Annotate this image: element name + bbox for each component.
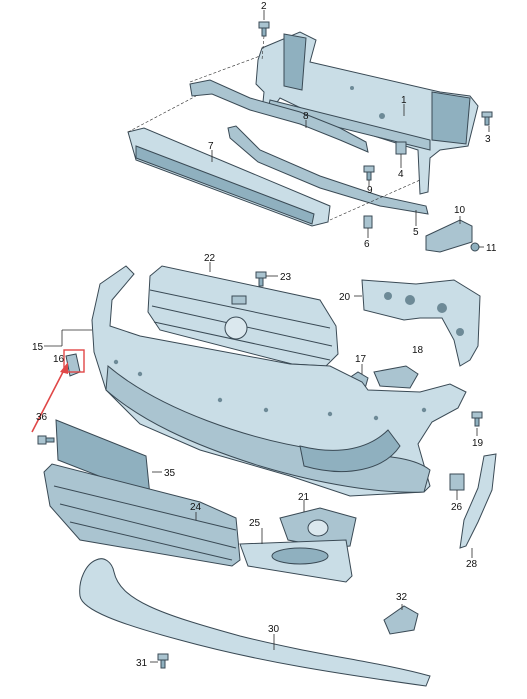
part-5-guide-strip (227, 125, 429, 215)
part-19-screw (471, 411, 483, 427)
part-11-nut (470, 242, 480, 252)
callout-6: 6 (364, 239, 370, 250)
callout-21: 21 (298, 492, 310, 503)
callout-20: 20 (339, 292, 351, 303)
part-6-clip (363, 215, 373, 229)
part-8-deflector (189, 79, 369, 153)
assembly-guide-lines (127, 35, 421, 221)
callout-5: 5 (413, 227, 419, 238)
callout-23: 23 (280, 272, 292, 283)
part-18-sensor-bracket (373, 365, 419, 389)
part-26-clip (449, 473, 465, 491)
callout-22: 22 (204, 253, 216, 264)
callout-3: 3 (485, 134, 491, 145)
callout-10: 10 (454, 205, 466, 216)
part-15-bumper-cover (91, 265, 467, 497)
part-9-screw (363, 165, 375, 181)
callouts: 2 1 3 4 9 5 6 10 11 8 7 22 23 20 17 18 1… (32, 1, 497, 669)
callout-8: 8 (303, 111, 309, 122)
callout-11: 11 (486, 243, 497, 254)
callout-32: 32 (396, 592, 408, 603)
highlight-arrow-head (60, 362, 68, 374)
part-4-clip (395, 141, 407, 155)
callout-36: 36 (36, 412, 48, 423)
callout-17: 17 (355, 354, 367, 365)
part-20-side-bracket (361, 279, 481, 367)
callout-9: 9 (367, 185, 373, 196)
highlight-arrow-shaft (31, 369, 65, 433)
highlight-box (63, 349, 85, 373)
part-32-bracket (383, 605, 419, 635)
callout-2: 2 (261, 1, 267, 12)
part-28-side-trim (459, 453, 497, 549)
part-24-lower-grille (43, 463, 241, 567)
part-1-bumper-reinforcement (255, 31, 479, 195)
part-25-fog-trim (239, 539, 353, 583)
callout-28: 28 (466, 559, 478, 570)
callout-16: 16 (53, 354, 65, 365)
callout-31: 31 (136, 658, 148, 669)
callout-19: 19 (472, 438, 484, 449)
callout-24: 24 (190, 502, 202, 513)
part-23-screw (255, 271, 267, 287)
callout-1: 1 (401, 95, 407, 106)
part-7-energy-absorber (127, 127, 331, 227)
callout-26: 26 (451, 502, 463, 513)
callout-7: 7 (208, 141, 214, 152)
callout-15: 15 (32, 342, 44, 353)
leader-lines (44, 10, 490, 663)
part-10-bracket (425, 219, 473, 253)
callout-18: 18 (412, 345, 424, 356)
part-36-screw (37, 435, 55, 445)
part-31-screw (157, 653, 169, 669)
callout-4: 4 (398, 169, 404, 180)
callout-30: 30 (268, 624, 280, 635)
part-30-spoiler (79, 558, 431, 687)
part-16-tow-hook-cap (65, 353, 81, 377)
callout-25: 25 (249, 518, 261, 529)
part-22-grille (147, 265, 339, 367)
highlight-marker (31, 349, 85, 433)
part-3-screw (481, 111, 493, 126)
callout-35: 35 (164, 468, 176, 479)
part-21-fog-grille (279, 507, 357, 549)
part-2-screw (258, 21, 270, 37)
